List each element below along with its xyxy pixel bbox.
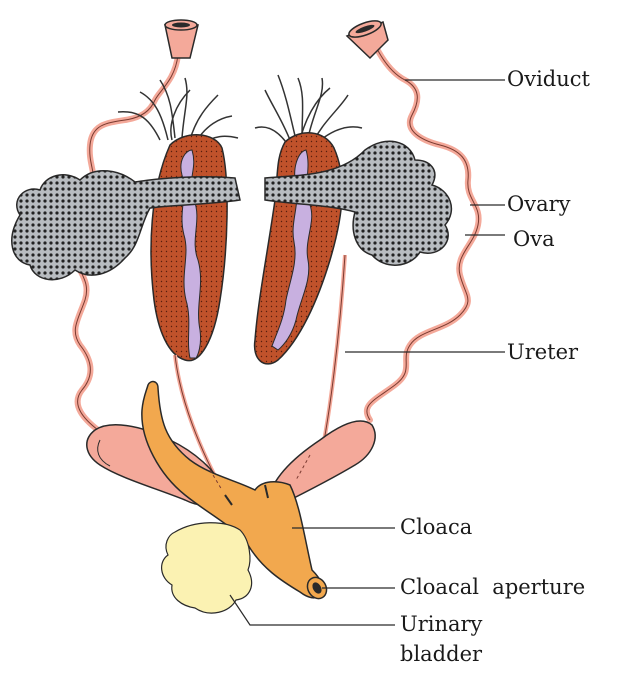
label-ova: Ova bbox=[513, 227, 555, 251]
label-oviduct: Oviduct bbox=[507, 67, 590, 91]
label-cloaca: Cloaca bbox=[400, 515, 473, 539]
label-cloacal-aperture: Cloacal aperture bbox=[400, 575, 586, 599]
right-fat-body bbox=[254, 74, 363, 143]
label-urinary-bladder-line1: Urinary bbox=[400, 612, 483, 636]
left-fat-body bbox=[117, 77, 239, 146]
label-urinary-bladder-line2: bladder bbox=[400, 642, 483, 666]
label-ureter: Ureter bbox=[507, 340, 579, 364]
leader-lines bbox=[229, 79, 505, 626]
urinary-bladder bbox=[161, 522, 253, 614]
label-ovary: Ovary bbox=[507, 192, 571, 216]
